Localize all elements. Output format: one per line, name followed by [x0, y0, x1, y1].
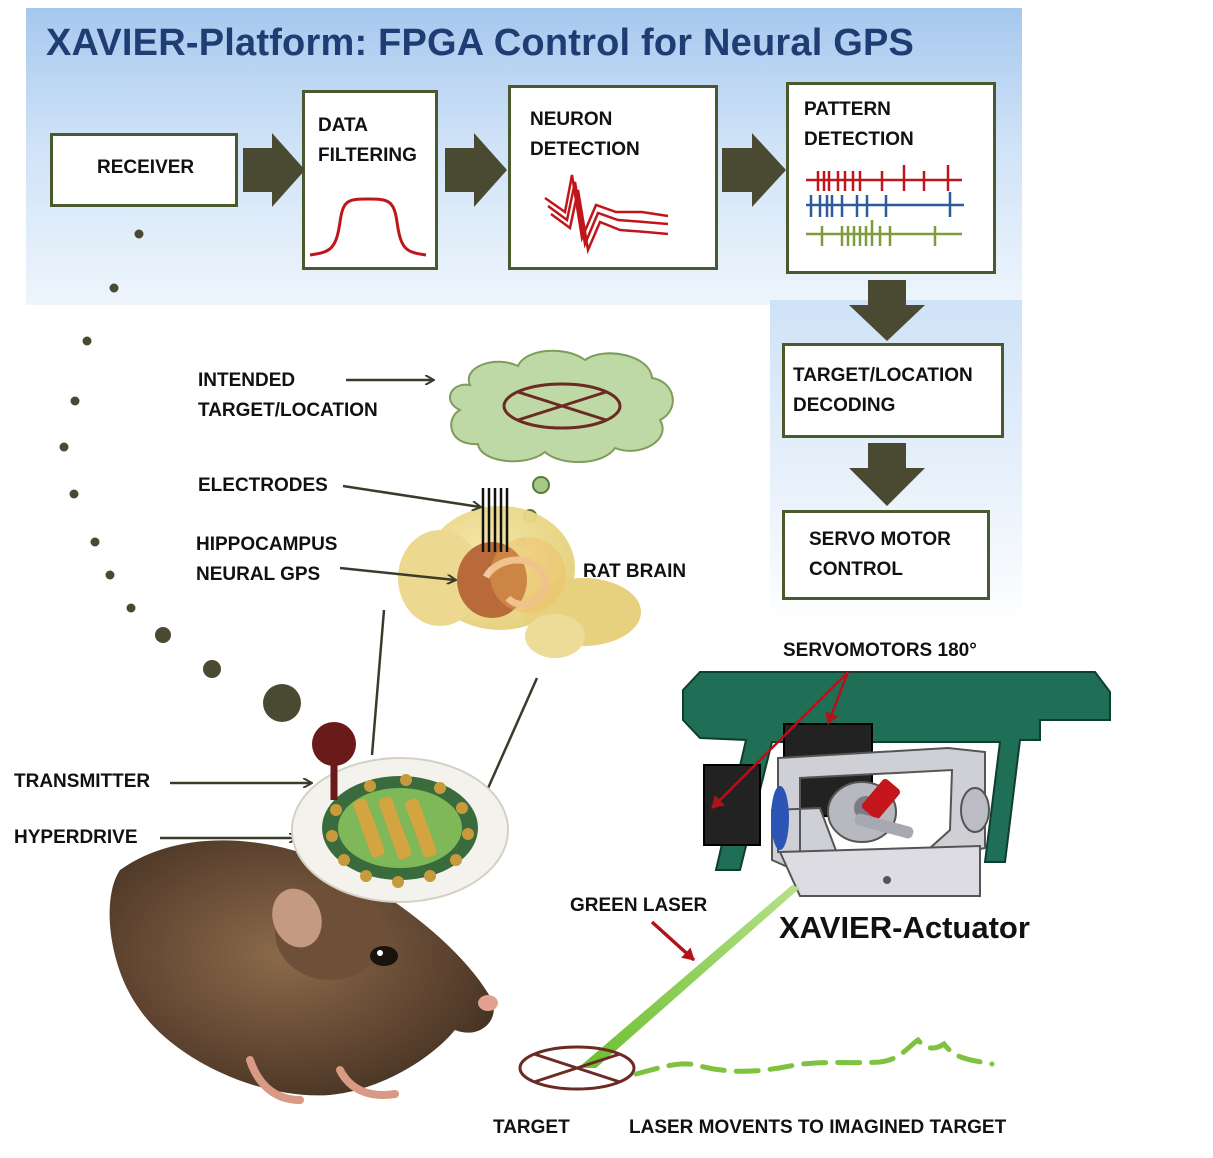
servo-control-label-2: CONTROL	[809, 559, 903, 580]
xavier-actuator-illustration	[682, 671, 1111, 897]
hyperdrive-device	[291, 757, 509, 903]
hippocampus-label-1: HIPPOCAMPUS	[196, 534, 338, 555]
transmitter-antenna	[312, 722, 356, 800]
flow-arrow-3	[722, 133, 786, 207]
servomotor-arrow-right	[825, 671, 850, 725]
data-filtering-box: DATA FILTERING	[302, 90, 438, 270]
raster-blue	[806, 192, 964, 217]
electrodes-arrow	[342, 484, 480, 507]
flow-arrow-1	[243, 133, 305, 207]
transmitter-label: TRANSMITTER	[14, 771, 151, 792]
hippocampus-label-2: NEURAL GPS	[196, 564, 321, 585]
target-decoding-label-1: TARGET/LOCATION	[793, 365, 973, 386]
green-laser-arrow	[650, 920, 696, 962]
intended-label-1: INTENDED	[198, 370, 296, 391]
data-filtering-label-1: DATA	[318, 115, 368, 136]
wireless-dots	[59, 229, 301, 722]
neuron-detection-label-1: NEURON	[530, 109, 613, 130]
intended-label-2: TARGET/LOCATION	[198, 400, 378, 421]
servo-control-box: SERVO MOTOR CONTROL	[782, 510, 990, 600]
spike-waveforms	[544, 174, 669, 255]
raster-green	[806, 220, 962, 246]
rat-photo-illustration	[109, 840, 498, 1104]
floor-target-ellipse	[518, 1045, 636, 1091]
rat-brain-illustration	[398, 506, 641, 658]
filter-curve	[309, 197, 427, 257]
flow-arrow-4	[849, 280, 925, 341]
hyperdrive-label: HYPERDRIVE	[14, 827, 138, 848]
thought-bubble-1	[532, 476, 550, 494]
data-filtering-label-2: FILTERING	[318, 145, 417, 166]
servomotor-arrow-left	[711, 671, 849, 809]
flow-arrow-2	[445, 133, 507, 207]
pattern-detection-label-2: DETECTION	[804, 129, 914, 150]
laser-movements-label: LASER MOVENTS TO IMAGINED TARGET	[629, 1117, 1007, 1138]
raster-red	[806, 165, 962, 191]
diagram-title: XAVIER-Platform: FPGA Control for Neural…	[46, 22, 915, 64]
hippocampus-arrow	[339, 566, 455, 580]
target-label: TARGET	[493, 1117, 570, 1138]
electrodes-label: ELECTRODES	[198, 475, 328, 496]
neuron-detection-box: NEURON DETECTION	[508, 85, 718, 270]
cloud-target-ellipse	[502, 382, 622, 430]
laser-movement-path	[633, 1036, 995, 1077]
neuron-detection-label-2: DETECTION	[530, 139, 640, 160]
servo-control-label-1: SERVO MOTOR	[809, 529, 951, 550]
actuator-label: XAVIER-Actuator	[779, 910, 1030, 945]
green-laser-label: GREEN LASER	[570, 895, 708, 916]
green-laser-beam	[578, 885, 800, 1068]
rat-brain-label: RAT BRAIN	[583, 561, 687, 582]
target-decoding-label-2: DECODING	[793, 395, 896, 416]
flow-arrow-5	[849, 443, 925, 506]
pattern-detection-label-1: PATTERN	[804, 99, 891, 120]
receiver-label: RECEIVER	[97, 157, 195, 178]
target-decoding-box: TARGET/LOCATION DECODING	[782, 343, 1004, 438]
receiver-box: RECEIVER	[50, 133, 238, 207]
electrode-wires	[481, 488, 509, 552]
servomotors-label: SERVOMOTORS 180°	[783, 640, 977, 661]
